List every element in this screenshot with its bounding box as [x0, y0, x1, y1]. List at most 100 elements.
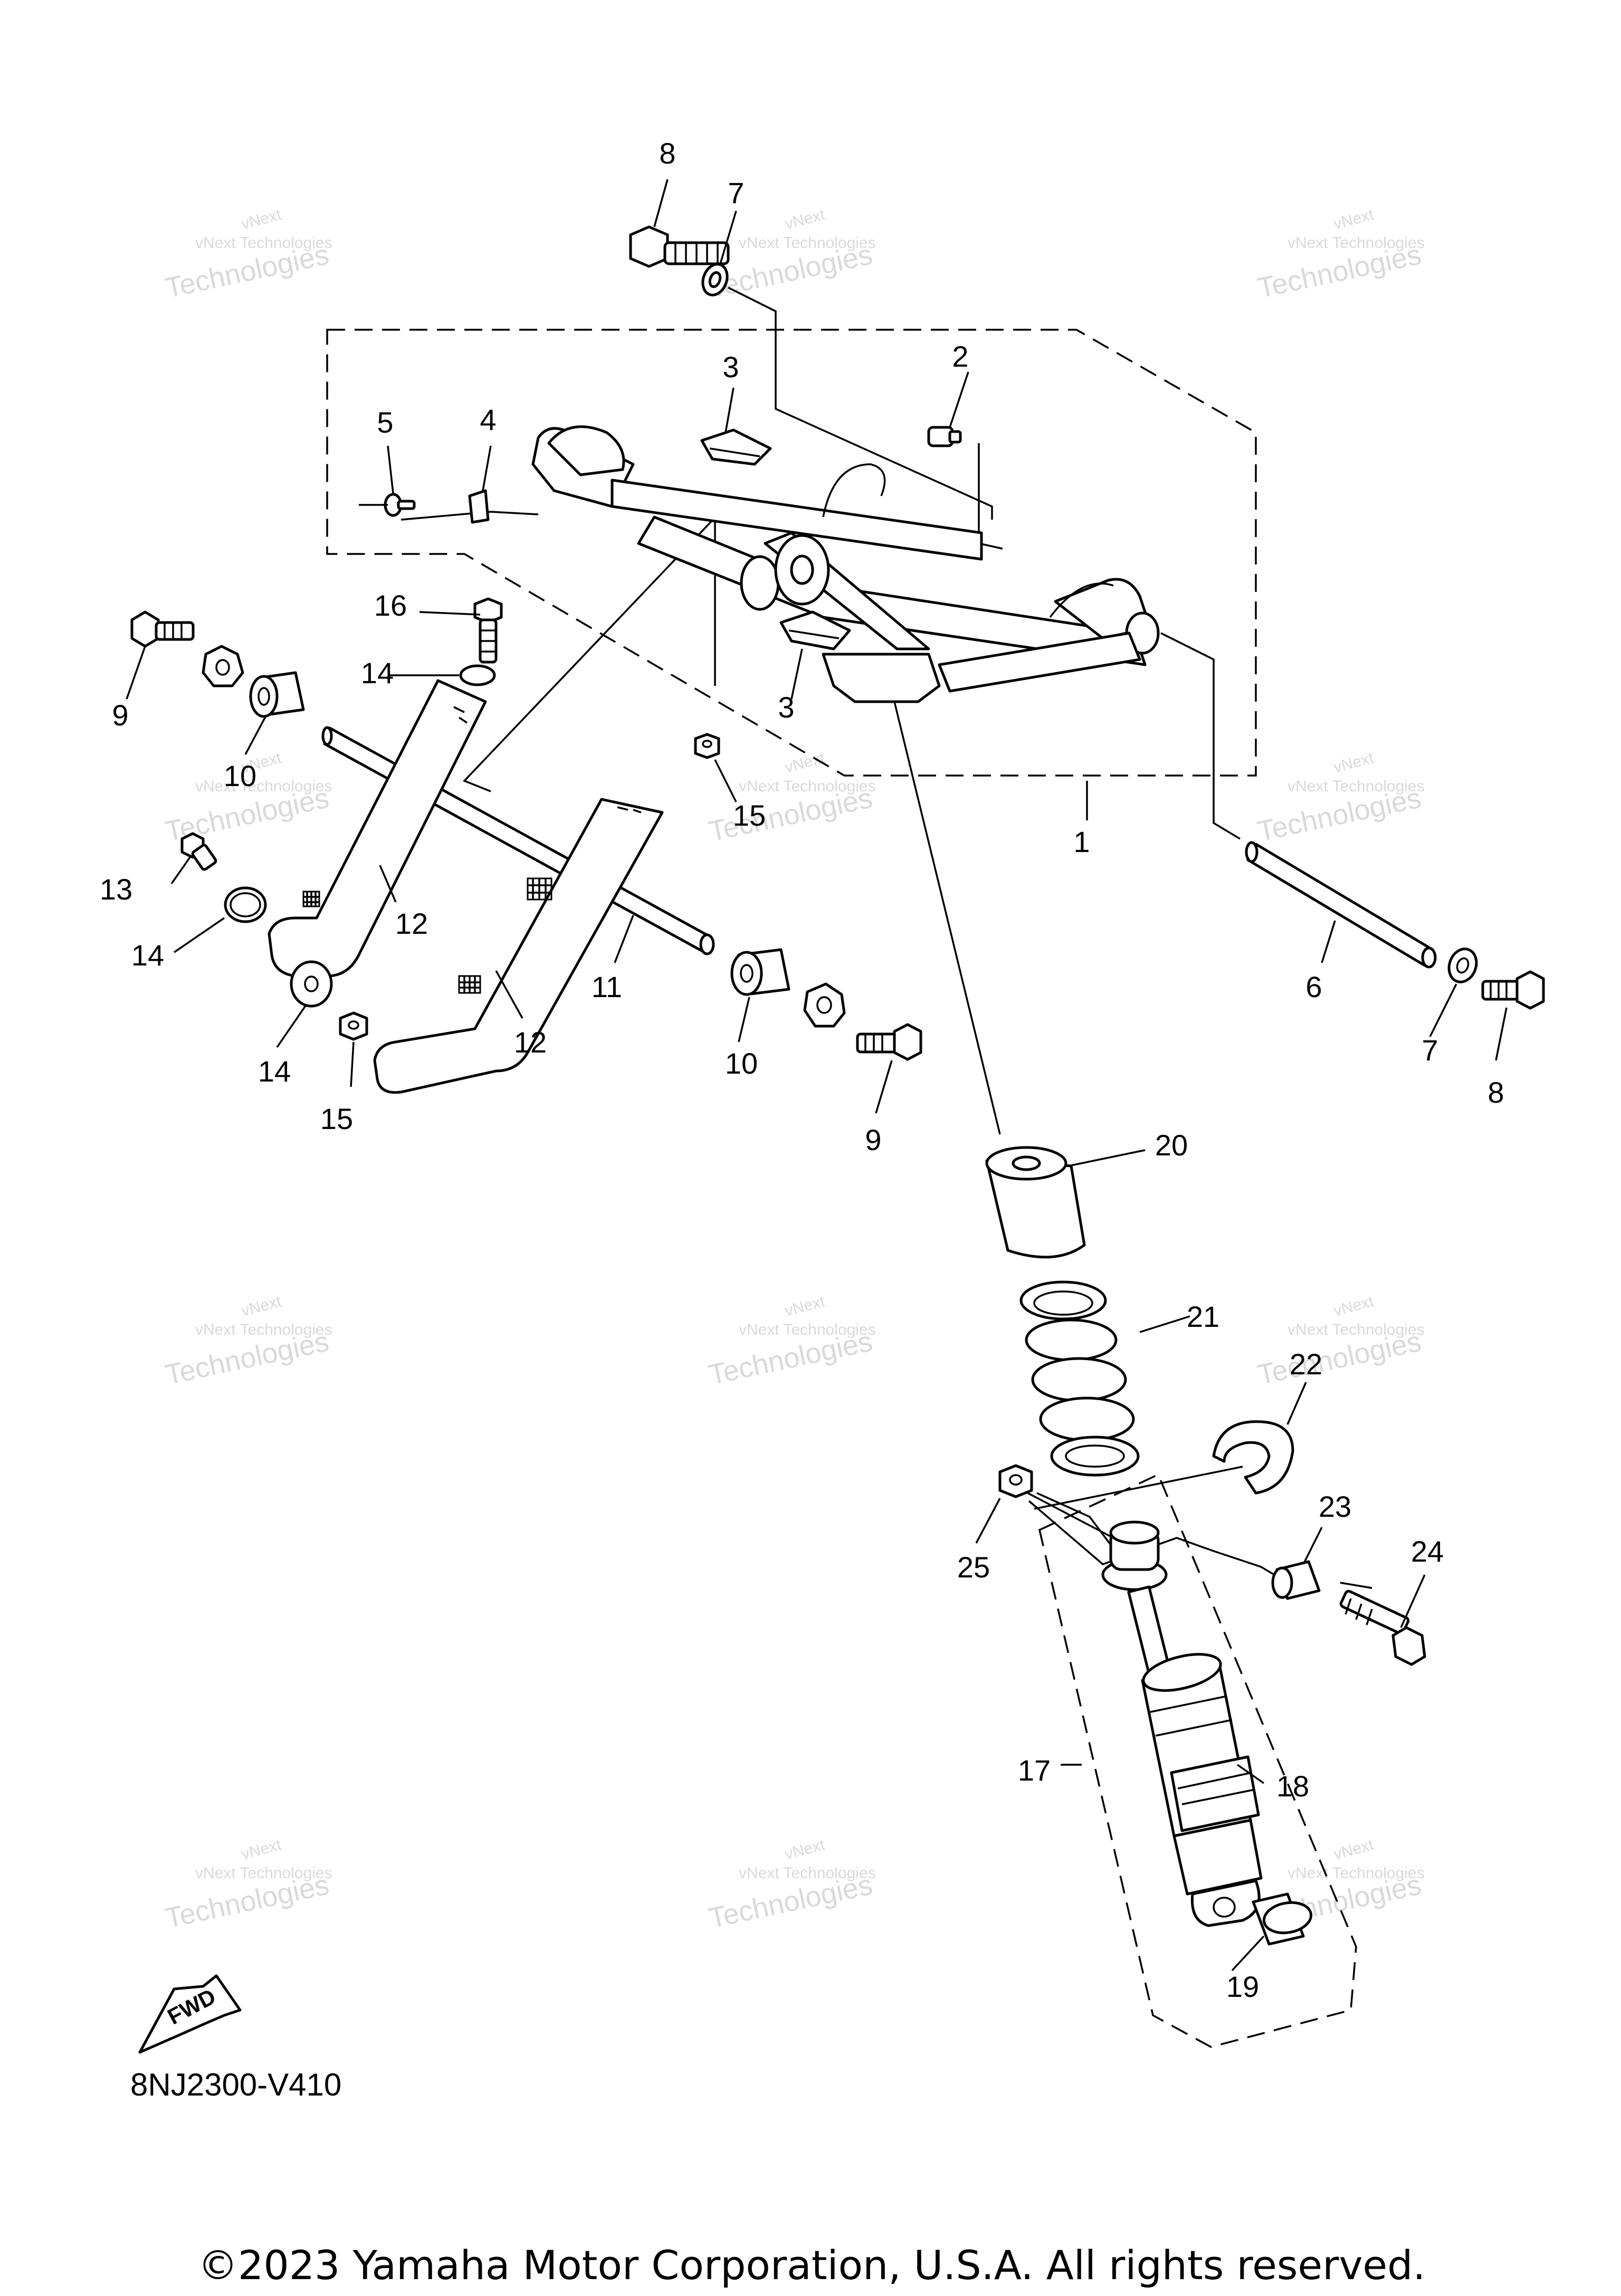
callout-2: 2 — [952, 340, 968, 373]
collar-on-arm — [740, 534, 830, 611]
shock-assembly-outline — [1038, 1473, 1357, 2048]
washer-14-upper — [459, 664, 496, 686]
svg-text:vNext Technologies: vNext Technologies — [1288, 234, 1425, 252]
arm-assembly-outline — [326, 329, 1257, 777]
svg-text:vNext: vNext — [240, 206, 283, 233]
bolt-top — [629, 225, 730, 268]
collar-10-right — [730, 948, 790, 996]
washer-14-left — [224, 886, 267, 923]
callout-13: 13 — [100, 873, 132, 906]
washer-right — [1447, 948, 1478, 983]
callout-3-upper: 3 — [722, 350, 739, 384]
callout-10-right: 10 — [725, 1047, 758, 1080]
svg-text:vNext Technologies: vNext Technologies — [739, 778, 876, 795]
watermark: vNext Technologies Technologies vNext — [706, 749, 876, 848]
callout-8-top: 8 — [659, 137, 675, 170]
callout-14-left: 14 — [131, 939, 164, 972]
watermark: vNext Technologies Technologies vNext — [1255, 206, 1425, 304]
callout-21: 21 — [1187, 1300, 1219, 1333]
callout-20: 20 — [1155, 1128, 1188, 1162]
svg-text:vNext: vNext — [783, 749, 827, 777]
callout-5: 5 — [377, 406, 393, 439]
watermark: vNext Technologies Technologies vNext — [706, 1836, 876, 1935]
watermark: vNext Technologies Technologies vNext — [706, 1293, 876, 1391]
svg-text:vNext Technologies: vNext Technologies — [1288, 778, 1425, 795]
swing-arm-frame — [531, 425, 1160, 703]
link-arm-12-left — [268, 679, 487, 978]
nut-15-upper — [694, 733, 720, 759]
callout-labels: 8 7 2 3 4 5 16 14 9 3 10 15 1 13 12 14 1… — [100, 137, 1504, 2003]
lock-washer-left — [202, 645, 244, 687]
callout-15-upper: 15 — [733, 799, 766, 832]
svg-text:vNext: vNext — [783, 1836, 827, 1863]
bolt-right — [1481, 970, 1545, 1010]
callout-17: 17 — [1018, 1754, 1051, 1787]
callout-11: 11 — [592, 970, 622, 1003]
copyright-notice: ©2023 Yamaha Motor Corporation, U.S.A. A… — [198, 2242, 1426, 2289]
bolt-13 — [180, 832, 217, 871]
shaft-6 — [1245, 841, 1437, 969]
rivet — [359, 493, 416, 517]
collar-23 — [1271, 1560, 1321, 1600]
svg-text:vNext: vNext — [1332, 1293, 1376, 1320]
callout-7-right: 7 — [1422, 1034, 1438, 1067]
svg-text:vNext: vNext — [240, 1293, 283, 1320]
callout-10-left: 10 — [224, 759, 256, 792]
washer-top — [701, 263, 729, 296]
callout-6: 6 — [1305, 970, 1322, 1003]
callout-14-lower: 14 — [258, 1055, 291, 1088]
bush-3-lower — [779, 610, 851, 650]
hatch-mark — [458, 975, 481, 994]
svg-text:vNext: vNext — [240, 1836, 283, 1863]
callout-16: 16 — [374, 589, 407, 622]
callout-leaders — [126, 179, 1508, 1972]
grease-fitting — [927, 426, 962, 447]
watermark: vNext Technologies Technologies vNext — [163, 1293, 332, 1391]
hatch-mark — [527, 877, 552, 901]
watermark: vNext Technologies Technologies vNext — [163, 206, 332, 304]
svg-text:vNext: vNext — [783, 206, 827, 233]
callout-1: 1 — [1073, 825, 1090, 858]
callout-4: 4 — [480, 403, 496, 436]
callout-22: 22 — [1290, 1347, 1322, 1381]
svg-text:vNext: vNext — [783, 1293, 827, 1320]
nut-25 — [998, 1464, 1033, 1498]
svg-text:vNext Technologies: vNext Technologies — [739, 1864, 876, 1882]
svg-text:vNext Technologies: vNext Technologies — [195, 234, 332, 252]
watermark: vNext Technologies Technologies vNext — [163, 1836, 332, 1935]
callout-23: 23 — [1319, 1490, 1351, 1523]
bolt-24 — [1339, 1590, 1426, 1666]
svg-text:vNext Technologies: vNext Technologies — [1288, 1321, 1425, 1338]
callout-8-right: 8 — [1487, 1076, 1504, 1109]
bush-3-upper — [700, 428, 772, 466]
bump-stop — [985, 1146, 1086, 1259]
svg-text:vNext: vNext — [1332, 206, 1376, 233]
svg-text:vNext Technologies: vNext Technologies — [1288, 1864, 1425, 1882]
shock-absorber — [1101, 1520, 1263, 1927]
spring-retainer-clip — [1212, 1420, 1294, 1495]
bolt-9-right — [856, 1023, 922, 1061]
callout-19: 19 — [1226, 1970, 1259, 2003]
callout-7-top: 7 — [728, 176, 744, 209]
watermark: vNext Technologies Technologies vNext — [1255, 749, 1425, 848]
callout-18: 18 — [1276, 1769, 1309, 1803]
svg-text:vNext Technologies: vNext Technologies — [739, 234, 876, 252]
lock-washer-right — [803, 982, 846, 1028]
callout-24: 24 — [1411, 1535, 1444, 1568]
bolt-9-left — [130, 610, 195, 648]
hatch-mark — [302, 891, 320, 907]
callout-3-lower: 3 — [778, 691, 794, 724]
fwd-arrow-icon: FWD — [138, 1974, 242, 2054]
callout-14-upper: 14 — [361, 656, 394, 690]
collar-19 — [1252, 1892, 1313, 1946]
callout-9-left: 9 — [112, 699, 128, 732]
diagram-code: 8NJ2300-V410 — [130, 2067, 341, 2102]
callout-9-right: 9 — [865, 1123, 881, 1156]
svg-text:vNext Technologies: vNext Technologies — [195, 778, 332, 795]
coil-spring — [1019, 1280, 1140, 1477]
callout-25: 25 — [957, 1551, 990, 1584]
svg-text:vNext: vNext — [1332, 749, 1376, 777]
collar-10-left — [249, 671, 305, 718]
watermark: vNext Technologies Technologies vNext — [1255, 1293, 1425, 1391]
